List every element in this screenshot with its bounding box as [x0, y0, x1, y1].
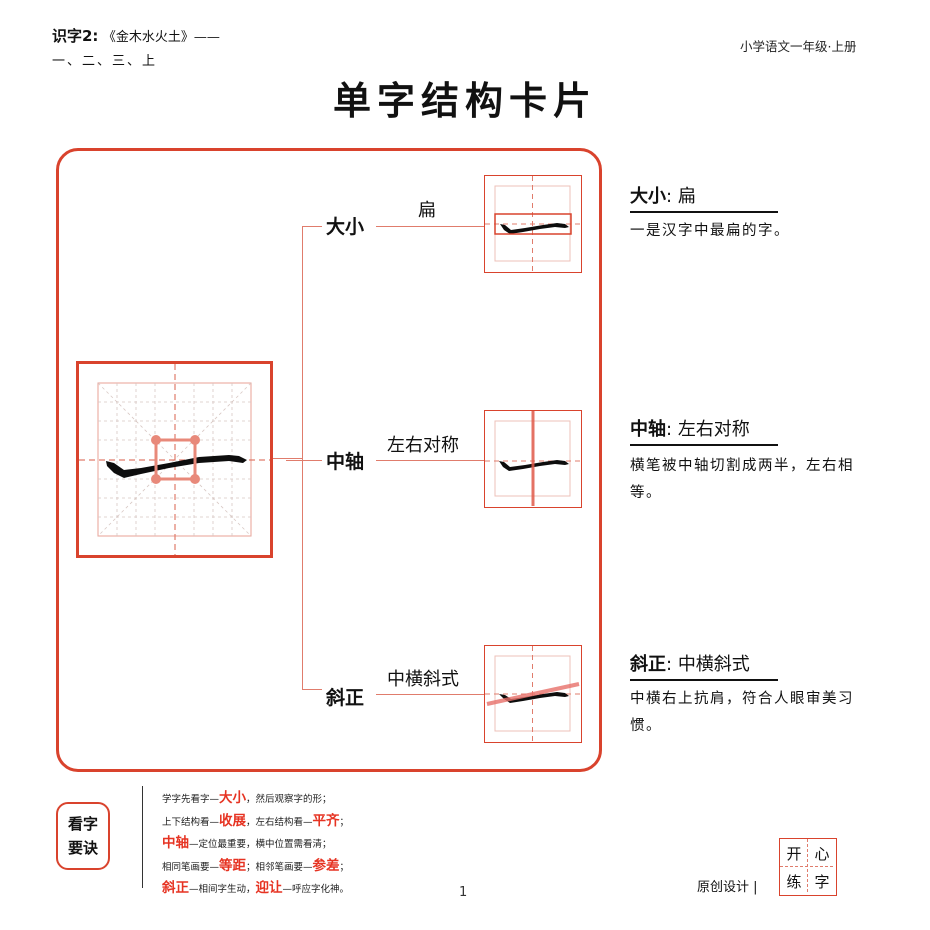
branch-tick — [302, 689, 322, 690]
stamp-char: 心 — [814, 844, 830, 863]
page-title: 单字结构卡片 — [332, 78, 597, 123]
tree-trunk — [302, 226, 303, 689]
tip-text: 相同笔画要— — [162, 861, 220, 873]
tip-text: ，然后观察字的形； — [246, 794, 332, 805]
tip-keyword: 参差 — [312, 857, 340, 874]
tip-text: ，左右结构看— — [246, 816, 313, 828]
branch-label-axis: 中轴 — [326, 451, 365, 473]
tips-divider — [142, 786, 143, 888]
branch-line — [376, 460, 484, 461]
stamp-char: 练 — [786, 872, 802, 891]
lesson-chars: 一、二、三、上 — [52, 54, 158, 69]
branch-tick — [286, 460, 322, 461]
tip-line: 学字先看字—大小，然后观察字的形； — [162, 788, 349, 811]
stamp-char: 开 — [786, 844, 802, 863]
explanation-body-size: 一是汉字中最扁的字。 — [630, 223, 790, 239]
explanation-body-tilt: 中横右上抗肩，符合人眼审美习惯。 — [630, 691, 854, 734]
lesson-subtitle: 《金木水火土》—— — [102, 30, 220, 45]
grade-label: 小学语文一年级·上册 — [740, 39, 857, 54]
branch-line — [376, 226, 484, 227]
branch-label-tilt: 斜正 — [326, 687, 365, 709]
tip-line: 相同笔画要—等距；相邻笔画要—参差； — [162, 856, 349, 879]
size-demo-box — [484, 175, 582, 273]
tip-text: —定位最重要，横中位置需看清； — [189, 839, 332, 850]
tips-badge: 看字 要诀 — [56, 802, 110, 870]
tip-line: 斜正—相间字生动，迎让—呼应字化神。 — [162, 878, 349, 901]
tip-text: ；相邻笔画要— — [246, 861, 313, 873]
tip-text: 上下结构看— — [162, 816, 220, 828]
branch-desc-tilt: 中横斜式 — [387, 669, 459, 690]
branch-tick — [302, 226, 322, 227]
page-number: 1 — [459, 885, 468, 900]
tip-keyword: 收展 — [219, 812, 247, 829]
branch-line — [376, 694, 484, 695]
character-grid-icon — [79, 364, 270, 555]
tilt-demo-box — [484, 645, 582, 743]
tip-text: —相间字生动， — [189, 884, 256, 895]
tips-list: 学字先看字—大小，然后观察字的形；上下结构看—收展，左右结构看—平齐；中轴—定位… — [162, 788, 349, 901]
stamp-grid-icon — [780, 839, 835, 894]
tip-text: 学字先看字— — [162, 794, 220, 805]
branch-desc-axis: 左右对称 — [387, 435, 459, 456]
explanation-title-tilt: 斜正: 中横斜式 — [630, 650, 778, 681]
structure-card — [56, 148, 602, 772]
flat-character-icon — [485, 176, 580, 271]
symmetric-character-icon — [485, 411, 580, 506]
tip-keyword: 斜正 — [162, 880, 189, 896]
lesson-header: 识字2: 《金木水火土》—— 一、二、三、上 — [52, 24, 220, 74]
tree-connector — [273, 458, 303, 459]
explanation-title-size: 大小: 扁 — [630, 182, 778, 213]
explanation-title-axis: 中轴: 左右对称 — [630, 415, 778, 446]
tip-keyword: 等距 — [219, 857, 247, 874]
tip-text: —呼应字化神。 — [282, 884, 350, 895]
main-character-box — [76, 361, 273, 558]
tip-text: ； — [339, 816, 350, 828]
branch-label-size: 大小 — [326, 216, 365, 238]
tip-keyword: 迎让 — [255, 880, 283, 896]
axis-demo-box — [484, 410, 582, 508]
tip-keyword: 平齐 — [312, 812, 340, 829]
stamp-char: 字 — [814, 872, 830, 891]
branch-desc-size: 扁 — [418, 200, 436, 221]
tip-text: ； — [339, 861, 350, 873]
lesson-label: 识字2: — [52, 27, 99, 45]
tip-keyword: 大小 — [219, 790, 247, 806]
brand-stamp: 开 心 练 字 — [779, 838, 837, 896]
tip-keyword: 中轴 — [162, 835, 189, 851]
credit-label: 原创设计 | — [697, 880, 758, 895]
tip-line: 上下结构看—收展，左右结构看—平齐； — [162, 811, 349, 834]
tilted-character-icon — [485, 646, 580, 741]
tip-line: 中轴—定位最重要，横中位置需看清； — [162, 833, 349, 856]
explanation-body-axis: 横笔被中轴切割成两半，左右相等。 — [630, 458, 854, 501]
